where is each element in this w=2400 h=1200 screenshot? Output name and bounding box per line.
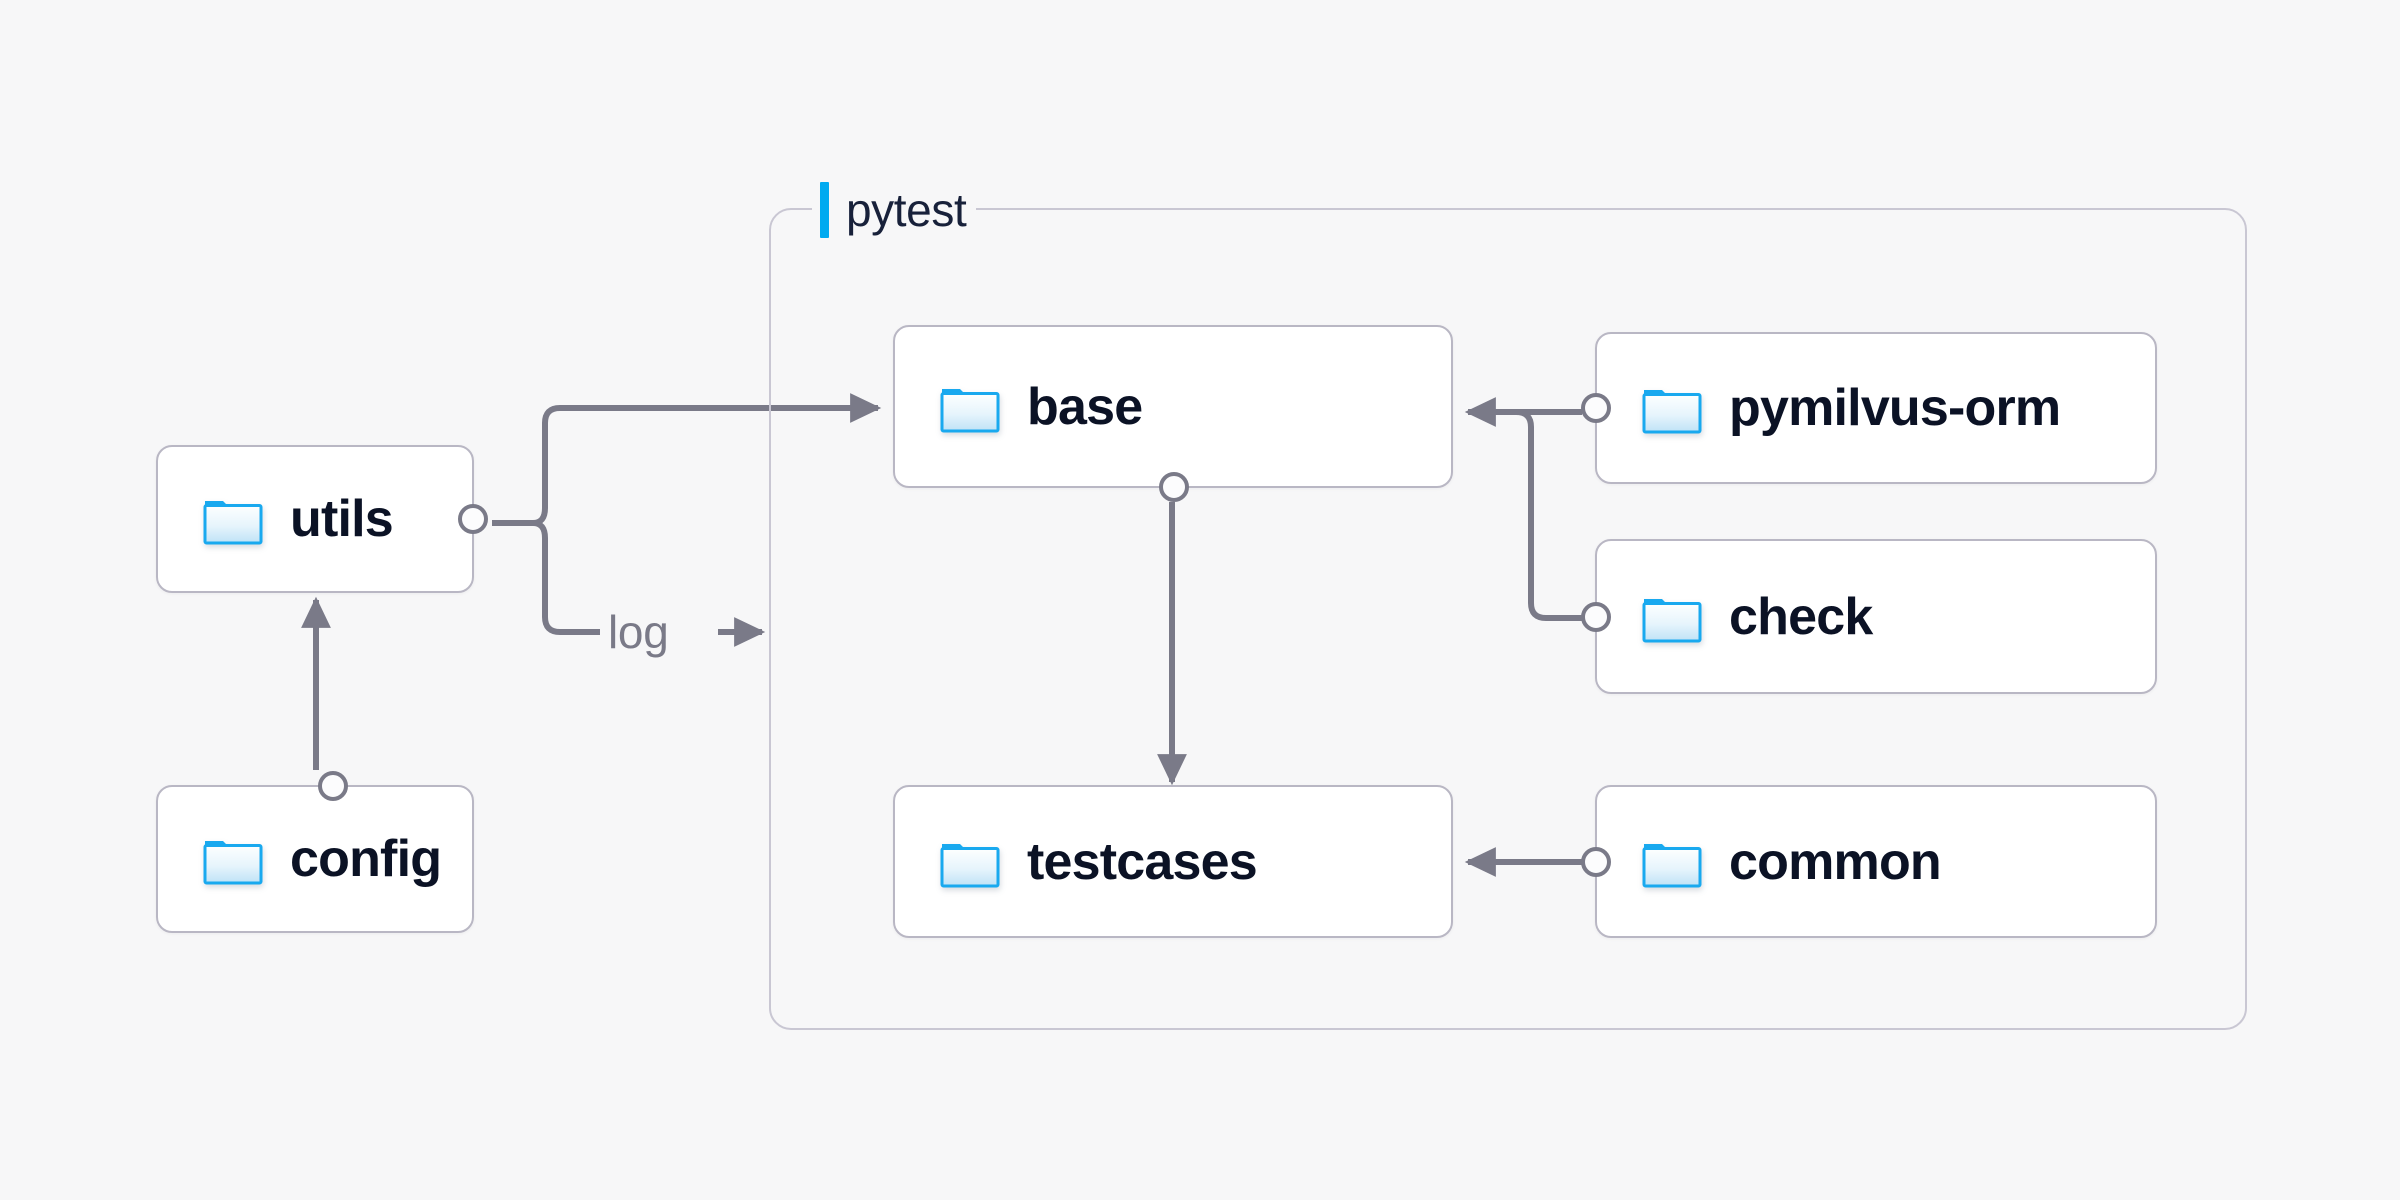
folder-icon: [939, 835, 1001, 889]
node-config-port-top[interactable]: [318, 771, 348, 801]
node-base-port-bottom[interactable]: [1159, 472, 1189, 502]
folder-icon: [939, 380, 1001, 434]
node-testcases-label: testcases: [1027, 832, 1258, 891]
node-config-label: config: [290, 830, 442, 888]
node-pymilvus-orm[interactable]: pymilvus-orm: [1581, 332, 2157, 484]
node-pymilvus-orm-label: pymilvus-orm: [1729, 379, 2061, 437]
node-base[interactable]: base: [893, 325, 1453, 502]
folder-icon: [1641, 381, 1703, 435]
node-check-port-left[interactable]: [1581, 601, 1611, 632]
node-common[interactable]: common: [1581, 785, 2157, 938]
folder-icon: [202, 492, 264, 546]
folder-icon: [202, 832, 264, 886]
node-pymilvus-orm-port-left[interactable]: [1581, 393, 1611, 423]
node-utils[interactable]: utils: [156, 445, 488, 593]
pytest-group-label: pytest: [812, 182, 977, 238]
vertical-bar-icon: [820, 182, 829, 238]
pytest-group-label-text: pytest: [846, 184, 967, 236]
node-check[interactable]: check: [1581, 539, 2157, 694]
node-base-label: base: [1027, 377, 1143, 436]
node-utils-port-right[interactable]: [458, 504, 488, 534]
edge-label-log: log: [608, 606, 669, 658]
edge-utils-to-pytest-log: [532, 520, 600, 635]
folder-icon: [1641, 835, 1703, 889]
folder-icon: [1641, 590, 1703, 644]
pytest-group: [769, 208, 2247, 1030]
node-utils-label: utils: [290, 490, 394, 548]
node-check-label: check: [1729, 587, 1873, 646]
node-common-label: common: [1729, 832, 1942, 891]
node-testcases[interactable]: testcases: [893, 785, 1453, 938]
node-config[interactable]: config: [156, 771, 474, 933]
node-common-port-left[interactable]: [1581, 846, 1611, 877]
